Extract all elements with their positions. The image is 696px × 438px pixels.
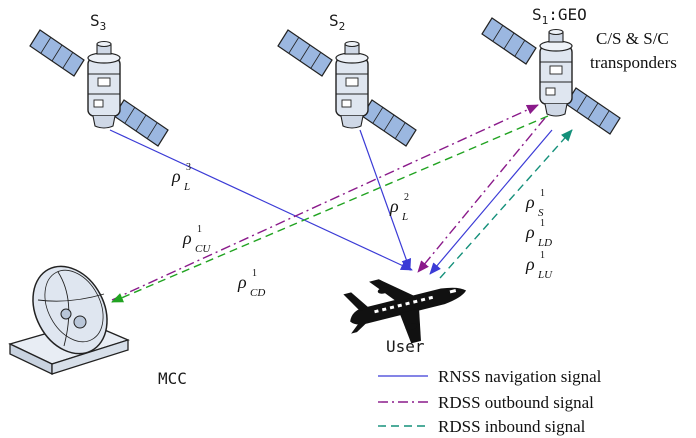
svg-text:L: L (183, 181, 190, 193)
svg-text:ρ: ρ (237, 272, 247, 292)
outbound-line-user (417, 117, 546, 273)
svg-text:ρ: ρ (389, 196, 399, 216)
svg-text:CD: CD (250, 287, 265, 299)
range-label-rho-ld1: ρ 1 LD (525, 218, 552, 249)
range-label-rho-cd1: ρ 1 CD (237, 268, 265, 299)
satellite-s3-icon (29, 29, 169, 147)
svg-text:LU: LU (537, 269, 553, 281)
svg-text:2: 2 (404, 192, 409, 203)
user-label: User (386, 337, 425, 356)
svg-text:1: 1 (540, 188, 545, 199)
legend-item-outbound: RDSS outbound signal (378, 393, 594, 412)
svg-text:1: 1 (252, 268, 257, 279)
satellite-s2-icon (277, 29, 417, 147)
svg-text:S: S (538, 207, 544, 219)
svg-text:1: 1 (540, 250, 545, 261)
satellite-s1-label: S1:GEO (532, 5, 587, 27)
legend-item-rnss: RNSS navigation signal (378, 367, 602, 386)
dish-antenna-icon (8, 265, 130, 376)
svg-text:LD: LD (537, 237, 552, 249)
transponder-note-line2: transponders (590, 53, 677, 72)
satellite-s2-label: S2 (329, 11, 345, 33)
range-label-rho-lu1: ρ 1 LU (525, 250, 553, 281)
outbound-line-mcc (111, 104, 539, 301)
svg-text:1: 1 (540, 218, 545, 229)
satellite-s3-label: S3 (90, 11, 106, 33)
svg-text:RNSS navigation signal: RNSS navigation signal (438, 367, 602, 386)
inbound-line-user (439, 129, 573, 279)
range-label-rho-l3: ρ 3 L (171, 162, 191, 193)
transponder-note-line1: C/S & S/C (596, 29, 669, 48)
airplane-icon (343, 279, 467, 344)
svg-text:ρ: ρ (525, 254, 535, 274)
svg-text:L: L (401, 211, 408, 223)
svg-text:ρ: ρ (182, 228, 192, 248)
svg-text:1: 1 (197, 224, 202, 235)
svg-text:3: 3 (186, 162, 191, 173)
legend: RNSS navigation signal RDSS outbound sig… (378, 367, 602, 436)
rnss-line-s3 (109, 129, 413, 271)
svg-text:ρ: ρ (525, 192, 535, 212)
rnss-line-s1 (429, 129, 553, 275)
svg-text:RDSS inbound signal: RDSS inbound signal (438, 417, 586, 436)
rnss-line-s2 (359, 129, 412, 271)
svg-text:ρ: ρ (171, 166, 181, 186)
mcc-label: MCC (158, 369, 187, 388)
svg-text:RDSS outbound signal: RDSS outbound signal (438, 393, 594, 412)
legend-item-inbound: RDSS inbound signal (378, 417, 586, 436)
range-label-rho-cu1: ρ 1 CU (182, 224, 211, 255)
range-label-rho-l2: ρ 2 L (389, 192, 409, 223)
svg-text:ρ: ρ (525, 222, 535, 242)
inbound-line-mcc (111, 115, 549, 303)
range-label-rho-s1: ρ 1 S (525, 188, 545, 219)
svg-text:CU: CU (195, 243, 211, 255)
